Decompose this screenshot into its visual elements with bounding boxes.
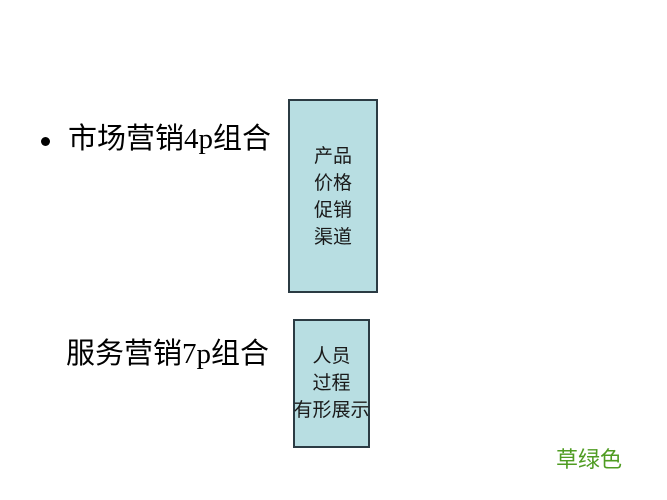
bullet-point-icon: [41, 137, 50, 146]
box-item: 促销: [313, 200, 352, 221]
box-item: 价格: [313, 173, 352, 194]
marketing-4p-box-items: 产品 价格 促销 渠道: [223, 143, 443, 251]
service-marketing-7p-box-items: 人员 过程 有形展示: [222, 343, 442, 424]
box-item: 产品: [313, 146, 352, 167]
footer-note: 草绿色: [556, 447, 623, 472]
service-marketing-7p-label: 服务营销7p组合: [66, 338, 270, 370]
box-item: 过程: [312, 373, 351, 394]
box-item: 渠道: [313, 227, 352, 248]
service-marketing-7p-box: 人员 过程 有形展示: [293, 319, 370, 448]
marketing-4p-box: 产品 价格 促销 渠道: [288, 99, 378, 293]
box-item: 人员: [312, 346, 351, 367]
marketing-4p-label: 市场营销4p组合: [68, 123, 272, 155]
box-item: 有形展示: [293, 400, 370, 421]
